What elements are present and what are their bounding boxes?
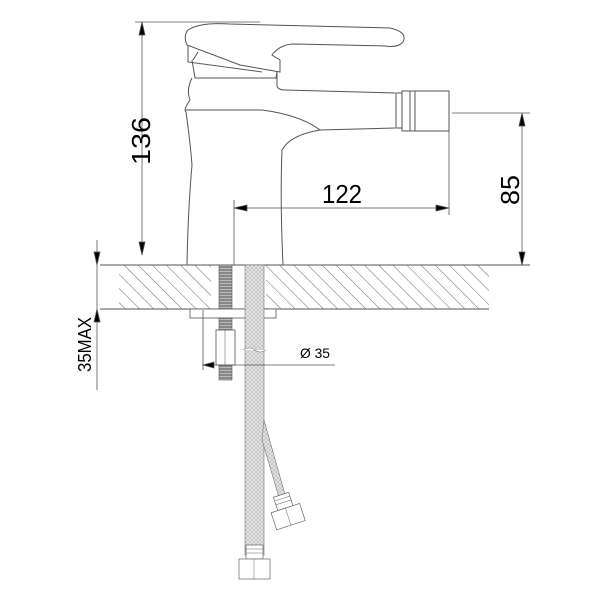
mounting-hardware <box>189 264 277 381</box>
faucet-body <box>184 23 450 266</box>
supply-hoses <box>238 264 306 580</box>
dimension-reach-label: 122 <box>322 179 362 209</box>
dimension-counter-thickness-label: 35MAX <box>75 317 95 372</box>
dimension-lines <box>93 21 530 390</box>
dimension-height-label: 136 <box>126 117 156 165</box>
dimension-outlet-height-label: 85 <box>495 175 525 205</box>
countertop-section <box>100 264 530 310</box>
dimension-hole-diameter-label: Ø 35 <box>300 345 330 361</box>
